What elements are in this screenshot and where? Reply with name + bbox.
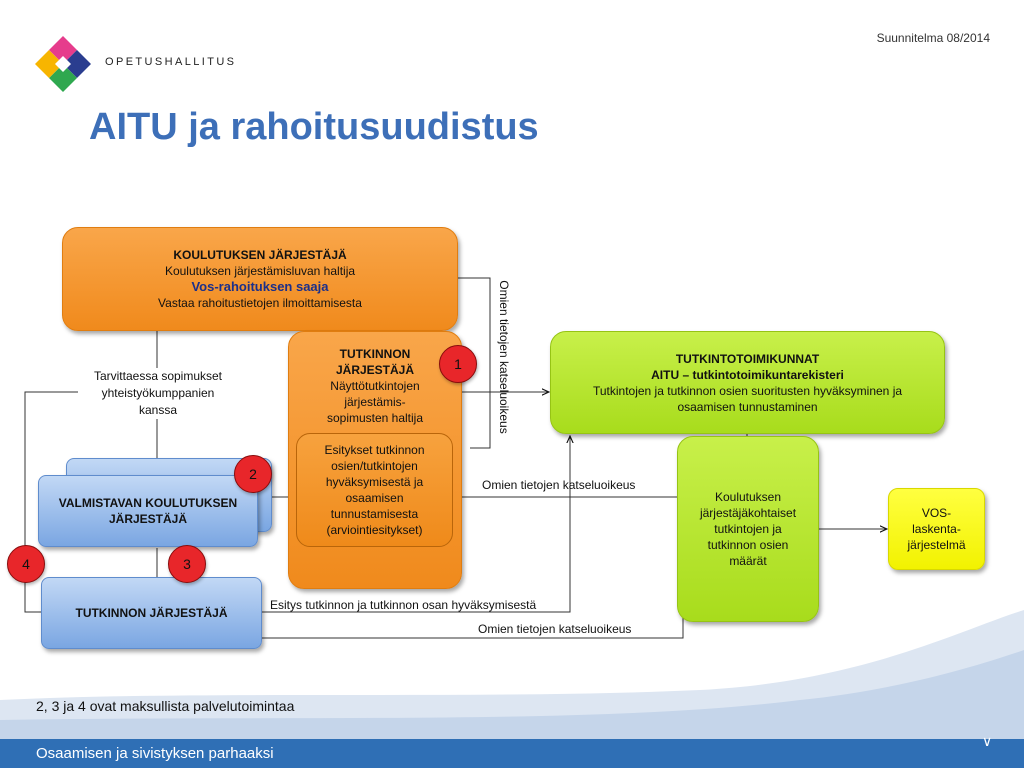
center-box-line1: Näyttötutkintojen bbox=[330, 379, 420, 393]
esitykset-box: Esitykset tutkinnon osien/tutkintojen hy… bbox=[296, 433, 453, 547]
page-title: AITU ja rahoitusuudistus bbox=[89, 106, 539, 148]
vos-line1: VOS- bbox=[921, 506, 952, 520]
tutkintotoimikunnat-box: TUTKINTOTOIMIKUNNAT AITU – tutkintotoimi… bbox=[550, 331, 945, 434]
koulutuksen-jarjestaja-title: KOULUTUKSEN JÄRJESTÄJÄ bbox=[173, 248, 347, 262]
vos-line3: järjestelmä bbox=[907, 538, 966, 552]
vos-laskentajarjestelma-box: VOS- laskenta- järjestelmä bbox=[888, 488, 985, 570]
esitys-hyvaksymisesta-label: Esitys tutkinnon ja tutkinnon osan hyväk… bbox=[270, 598, 537, 612]
vos-line2: laskenta- bbox=[912, 522, 961, 536]
badge-3: 3 bbox=[168, 545, 206, 583]
badge-4: 4 bbox=[7, 545, 45, 583]
maarat-line1: Koulutuksen bbox=[714, 490, 782, 504]
omien-tietojen-katseluoikeus-mid: Omien tietojen katseluoikeus bbox=[482, 478, 636, 492]
center-box-line2: järjestämis- bbox=[344, 395, 406, 409]
tutkintotoimikunnat-title: TUTKINTOTOIMIKUNNAT bbox=[675, 351, 820, 366]
tarvittaessa-sopimukset-label: Tarvittaessa sopimukset yhteistyökumppan… bbox=[78, 368, 238, 419]
esitykset-line1: Esitykset tutkinnon bbox=[324, 443, 425, 457]
valmistava-line2: JÄRJESTÄJÄ bbox=[108, 512, 188, 526]
maarat-line4: tutkinnon osien bbox=[707, 538, 789, 552]
vos-rahoituksen-saaja: Vos-rahoituksen saaja bbox=[191, 279, 329, 294]
logo-wordmark: OPETUSHALLITUS bbox=[105, 56, 237, 68]
koulutuksen-jarjestaja-line3: Vastaa rahoitustietojen ilmoittamisesta bbox=[158, 296, 362, 310]
omien-tietojen-katseluoikeus-vertical: Omien tietojen katseluoikeus bbox=[497, 280, 511, 434]
chevron-down-icon[interactable]: ∨ bbox=[982, 733, 993, 749]
esitykset-line6: (arviointiesitykset) bbox=[326, 523, 423, 537]
tarvittaessa-line1: Tarvittaessa sopimukset bbox=[93, 369, 223, 383]
tutkintotoimikunnat-line2: osaamisen tunnustaminen bbox=[677, 399, 818, 414]
footer-bar bbox=[0, 739, 1024, 768]
tarvittaessa-line2: yhteistyökumppanien bbox=[101, 386, 215, 400]
valmistava-koulutuksen-jarjestaja-box: VALMISTAVAN KOULUTUKSEN JÄRJESTÄJÄ bbox=[38, 475, 258, 547]
tutkinnon-jarjestaja-left-box: TUTKINNON JÄRJESTÄJÄ bbox=[41, 577, 262, 649]
valmistava-line1: VALMISTAVAN KOULUTUKSEN bbox=[58, 496, 238, 510]
esitykset-line2: osien/tutkintojen bbox=[331, 459, 418, 473]
koulutuksen-jarjestaja-box: KOULUTUKSEN JÄRJESTÄJÄ Koulutuksen järje… bbox=[62, 227, 458, 331]
tutkintotoimikunnat-line1: Tutkintojen ja tutkinnon osien suoritust… bbox=[592, 383, 903, 398]
badge-1: 1 bbox=[439, 345, 477, 383]
tutkinnon-jarjestaja-left-title: TUTKINNON JÄRJESTÄJÄ bbox=[75, 606, 228, 620]
koulutuksen-jarjestaja-line1: Koulutuksen järjestämisluvan haltija bbox=[164, 264, 356, 278]
omien-tietojen-katseluoikeus-bottom: Omien tietojen katseluoikeus bbox=[478, 622, 632, 636]
footer-slogan: Osaamisen ja sivistyksen parhaaksi bbox=[36, 745, 274, 762]
opetushallitus-logo-icon bbox=[35, 36, 91, 92]
koulutuksen-maarat-box: Koulutuksen järjestäjäkohtaiset tutkinto… bbox=[677, 436, 819, 622]
maarat-line3: tutkintojen ja bbox=[714, 522, 782, 536]
plan-date: Suunnitelma 08/2014 bbox=[876, 31, 990, 45]
esitykset-line3: hyväksymisestä ja bbox=[325, 475, 424, 489]
esitykset-line4: osaamisen bbox=[345, 491, 404, 505]
maarat-line5: määrät bbox=[729, 554, 767, 568]
esitykset-line5: tunnustamisesta bbox=[330, 507, 419, 521]
center-box-line3: sopimusten haltija bbox=[326, 411, 424, 425]
paid-services-note: 2, 3 ja 4 ovat maksullista palvelutoimin… bbox=[36, 698, 295, 714]
badge-2: 2 bbox=[234, 455, 272, 493]
center-box-title-line1: TUTKINNON bbox=[339, 347, 411, 361]
center-box-title-line2: JÄRJESTÄJÄ bbox=[335, 363, 415, 377]
maarat-line2: järjestäjäkohtaiset bbox=[699, 506, 797, 520]
tarvittaessa-line3: kanssa bbox=[138, 403, 178, 417]
aitu-register-subtitle: AITU – tutkintotoimikuntarekisteri bbox=[651, 367, 844, 382]
